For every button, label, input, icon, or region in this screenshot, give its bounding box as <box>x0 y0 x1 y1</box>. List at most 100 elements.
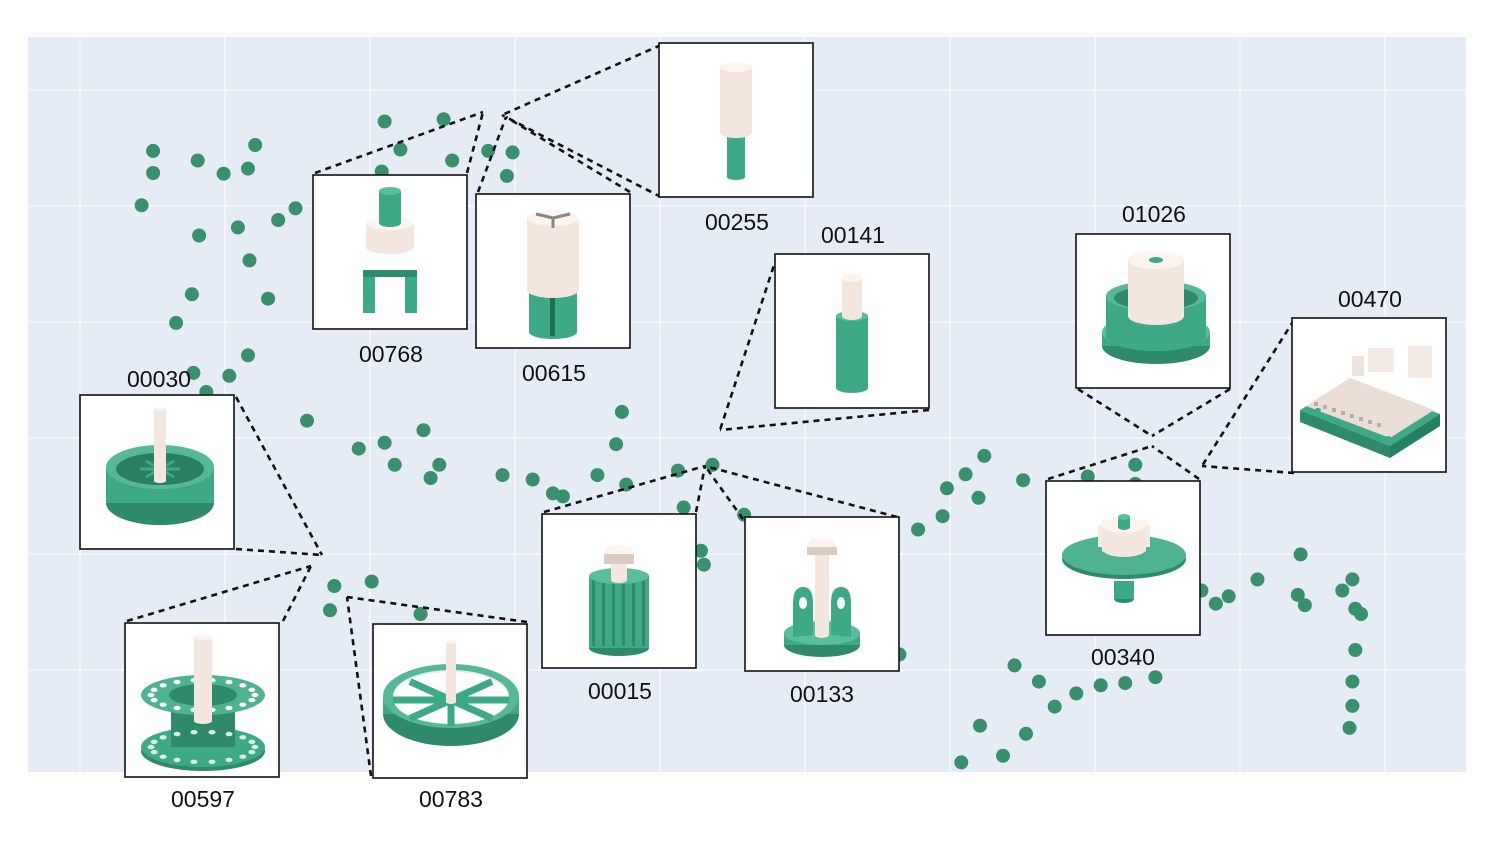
embedding-point <box>146 143 161 158</box>
leader-line <box>501 113 662 199</box>
embedding-point <box>1348 643 1363 657</box>
embedding-point <box>393 142 408 157</box>
part-id-label: 00015 <box>588 678 652 704</box>
embedding-point <box>169 315 184 330</box>
embedding-point <box>1293 547 1308 562</box>
embedding-point <box>248 138 263 152</box>
leader-line <box>1047 444 1153 481</box>
leader-line <box>704 464 898 519</box>
embedding-point <box>1069 686 1084 701</box>
leader-lines <box>126 43 1296 777</box>
embedding-point <box>230 220 245 235</box>
embedding-point <box>499 168 514 183</box>
embedding-point <box>958 467 973 482</box>
embedding-point <box>935 509 950 524</box>
leader-line <box>694 465 707 513</box>
embedding-point <box>242 253 257 268</box>
embedding-point <box>377 435 392 450</box>
part-id-label: 00615 <box>522 360 586 386</box>
embedding-point <box>416 423 431 438</box>
embedding-point <box>1019 726 1033 741</box>
embedding-point <box>261 291 276 306</box>
clevis-part-render <box>363 187 417 313</box>
embedding-point <box>694 543 708 558</box>
embedding-point <box>241 161 255 176</box>
cup-part-render <box>1102 251 1210 364</box>
part-id-label: 00340 <box>1091 644 1155 670</box>
embedding-point <box>1345 698 1360 713</box>
embedding-point <box>413 607 428 621</box>
embedding-point <box>614 404 629 419</box>
embedding-point <box>971 490 986 505</box>
embedding-point <box>377 114 392 129</box>
leader-line <box>719 408 930 432</box>
embedding-point <box>676 500 691 515</box>
knob-part-render <box>589 545 649 656</box>
leader-line <box>234 396 324 556</box>
embedding-point <box>1290 587 1305 602</box>
part-id-label: 00030 <box>127 366 191 392</box>
part-id-label: 00597 <box>171 786 235 812</box>
leader-line <box>314 110 484 175</box>
thumbnail-00597: 00597 <box>124 622 280 812</box>
embedding-point <box>436 112 451 127</box>
embedding-point <box>911 522 926 537</box>
embedding-point <box>323 603 337 618</box>
peg-part-render <box>720 62 752 180</box>
embedding-point <box>1208 596 1223 611</box>
leader-line <box>718 255 779 431</box>
part-id-label: 01026 <box>1122 201 1186 227</box>
leader-line <box>501 43 662 117</box>
embedding-point <box>1031 674 1046 689</box>
embedding-point <box>300 413 314 428</box>
leader-line <box>1077 387 1153 438</box>
embedding-point <box>609 437 624 452</box>
part-id-label: 00470 <box>1338 286 1402 312</box>
embedding-point <box>241 348 255 363</box>
part-id-label: 00255 <box>705 209 769 235</box>
embedding-point <box>1047 699 1062 714</box>
embedding-point <box>525 472 540 487</box>
part-id-label: 00133 <box>790 681 854 707</box>
embedding-point <box>288 201 303 216</box>
leader-line <box>1151 444 1200 481</box>
embedding-point <box>222 368 237 383</box>
part-id-label: 00768 <box>359 341 423 367</box>
thumbnail-00141: 00141 <box>774 222 930 409</box>
thumbnail-00768: 00768 <box>312 174 468 367</box>
embedding-point <box>271 213 286 227</box>
shaft-part-render <box>836 274 868 393</box>
embedding-point <box>505 145 520 160</box>
embedding-point <box>1093 678 1108 693</box>
leader-line <box>476 116 508 193</box>
embedding-point <box>1297 598 1312 613</box>
embedding-point <box>1348 601 1363 616</box>
embedding-point <box>327 579 342 593</box>
thumbnail-00030: 00030 <box>79 366 235 550</box>
embedding-point <box>1016 473 1031 488</box>
embedding-point <box>555 489 570 504</box>
embedding-point <box>1345 674 1360 689</box>
bracket-part-render <box>784 539 860 657</box>
embedding-point <box>954 755 969 770</box>
thumbnail-01026: 01026 <box>1075 201 1231 389</box>
embedding-point <box>445 153 460 168</box>
leader-line <box>346 595 528 624</box>
embedding-point <box>216 166 231 181</box>
embedding-point <box>1250 572 1265 587</box>
part-id-label: 00783 <box>419 786 483 812</box>
thumbnail-00340: 00340 <box>1045 480 1201 670</box>
embedding-point <box>1128 457 1143 472</box>
embedding-point <box>1335 583 1350 598</box>
embedding-point <box>192 228 207 243</box>
leader-line <box>1151 387 1231 438</box>
leader-line <box>505 115 631 194</box>
leader-line <box>543 464 706 514</box>
embedding-point <box>939 481 954 496</box>
spool-part-render <box>141 634 265 771</box>
thumbnail-00255: 00255 <box>658 42 814 235</box>
embedding-point <box>364 574 379 589</box>
gear-part-render <box>1062 514 1186 603</box>
